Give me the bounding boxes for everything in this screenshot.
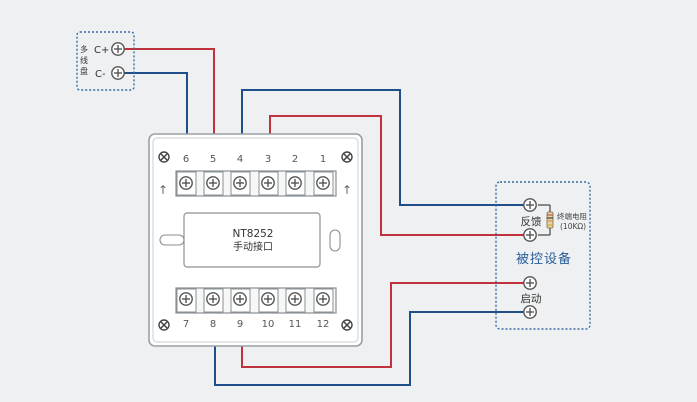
- mounting-screw-icon: [158, 151, 170, 163]
- device-border: [495, 181, 591, 330]
- bottom-terminal-block: [175, 287, 337, 314]
- mounting-screw-icon: [158, 319, 170, 331]
- controlled-device: 终端电阻 (10KΩ) 反馈 被控设备 启动: [495, 181, 591, 330]
- screw-icon: [111, 66, 125, 80]
- screw-icon: [523, 305, 537, 319]
- start-label: 启动: [521, 292, 542, 305]
- screw-icon: [179, 176, 193, 190]
- module-inner-edge: [152, 137, 359, 343]
- terminal-number-6: 6: [183, 154, 189, 165]
- screw-icon: [288, 292, 302, 306]
- up-arrow-icon: ↑: [342, 183, 352, 197]
- top-terminal-block: [175, 170, 337, 197]
- screw-icon: [233, 292, 247, 306]
- terminal-number-9: 9: [237, 319, 243, 330]
- wire-terminal-8-to-start-upper: [214, 311, 524, 386]
- screw-icon: [523, 276, 537, 290]
- terminal-number-11: 11: [289, 319, 302, 330]
- wire-c-minus-to-terminal-6: [124, 72, 188, 134]
- resistor-icon: [546, 211, 554, 229]
- up-arrow-icon: ↑: [158, 183, 168, 197]
- terminal-number-1: 1: [320, 154, 326, 165]
- resistor-label: 终端电阻: [557, 211, 587, 221]
- nt8252-module: 6 5 4 3 2 1 ↑ ↑ NT8252 手动接口: [148, 133, 363, 347]
- screw-icon: [179, 292, 193, 306]
- screw-icon: [288, 176, 302, 190]
- screw-icon: [316, 176, 330, 190]
- terminal-label-c-plus: C+: [94, 45, 109, 56]
- terminal-label-c-minus: C-: [95, 69, 106, 80]
- panel-label-char-3: 盘: [80, 66, 88, 76]
- screw-icon: [111, 42, 125, 56]
- feedback-label: 反馈: [521, 215, 542, 228]
- terminal-number-2: 2: [292, 154, 298, 165]
- screw-icon: [233, 176, 247, 190]
- screw-icon: [206, 176, 220, 190]
- screw-icon: [261, 176, 275, 190]
- wire-terminal-9-to-start-lower: [241, 282, 524, 368]
- wire-terminal-3-to-feedback-lower: [269, 115, 524, 236]
- device-title: 被控设备: [516, 251, 572, 267]
- terminal-number-3: 3: [265, 154, 271, 165]
- wire-c-plus-to-terminal-5: [124, 48, 215, 134]
- screw-icon: [523, 228, 537, 242]
- terminal-number-12: 12: [317, 319, 330, 330]
- mounting-screw-icon: [341, 151, 353, 163]
- right-slot: [329, 229, 341, 252]
- terminal-number-8: 8: [210, 319, 216, 330]
- terminal-number-10: 10: [262, 319, 275, 330]
- panel-border: [76, 31, 135, 91]
- mounting-screw-icon: [341, 319, 353, 331]
- panel-label-char-2: 线: [80, 55, 88, 65]
- panel-label-char-1: 多: [80, 44, 88, 54]
- multi-line-panel: 多 线 盘 C+ C-: [76, 31, 135, 91]
- label-plate: [183, 212, 321, 268]
- terminal-number-4: 4: [237, 154, 243, 165]
- module-name: 手动接口: [233, 240, 273, 253]
- terminal-number-5: 5: [210, 154, 216, 165]
- screw-icon: [206, 292, 220, 306]
- wire-terminal-4-to-feedback-upper: [241, 89, 524, 206]
- wires: [124, 48, 524, 386]
- screw-icon: [261, 292, 275, 306]
- screw-icon: [316, 292, 330, 306]
- terminal-number-7: 7: [183, 319, 189, 330]
- screw-icon: [523, 198, 537, 212]
- resistor-value: (10KΩ): [560, 222, 586, 231]
- module-model: NT8252: [233, 228, 274, 240]
- left-slot: [159, 234, 185, 246]
